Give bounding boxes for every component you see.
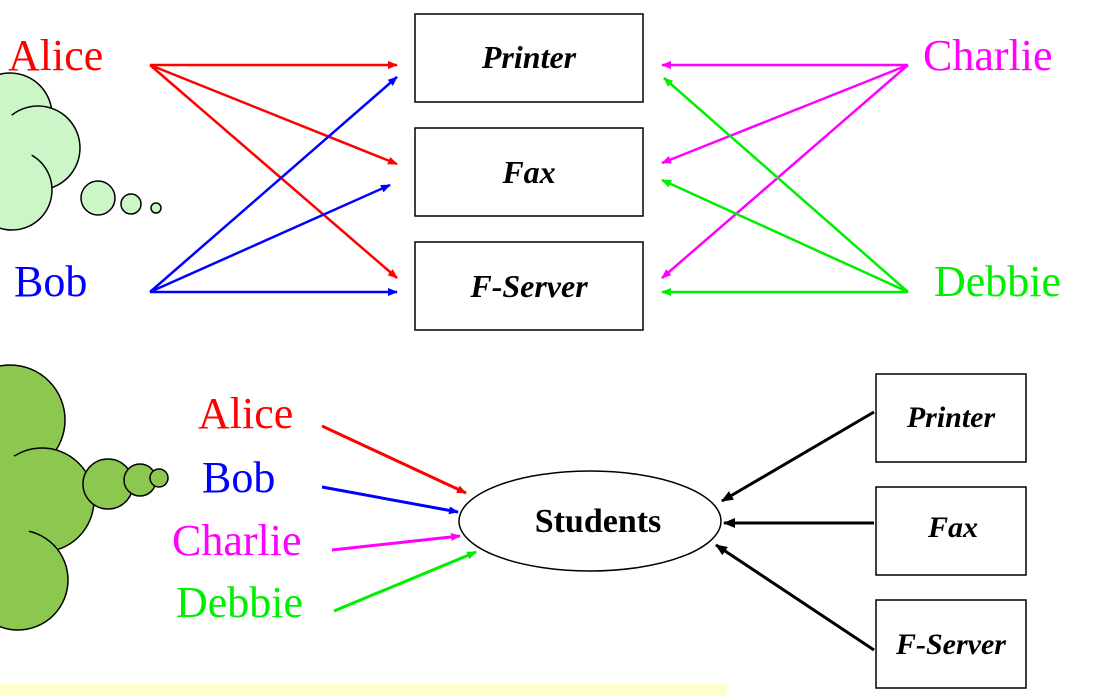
arrow-bottom-alice-students [321, 424, 467, 495]
arrow-alice-fax [149, 63, 398, 166]
top-resource-fserver-label: F-Server [469, 268, 588, 304]
top-resource-printer: Printer [414, 13, 644, 103]
top-resource-fax: Fax [414, 127, 644, 217]
bottom-user-debbie: Debbie [176, 578, 303, 627]
top-user-bob: Bob [14, 257, 87, 306]
arrow-debbie-fax [661, 178, 909, 294]
top-user-alice: Alice [8, 31, 103, 80]
top-user-charlie: Charlie [923, 31, 1053, 80]
bottom-resource-printer: Printer [875, 373, 1027, 463]
charlie-arrows [661, 61, 909, 279]
bottom-user-alice: Alice [198, 389, 293, 438]
arrow-bob-printer [149, 76, 398, 293]
bottom-user-bob: Bob [202, 453, 275, 502]
arrow-bottom-debbie-students [333, 550, 477, 613]
arrow-charlie-fserver [661, 64, 909, 279]
note-bar [0, 683, 727, 696]
arrow-debbie-printer [663, 77, 909, 293]
alice-arrows [149, 61, 398, 279]
bottom-resource-fax: Fax [875, 486, 1027, 576]
thought-cloud-light [0, 72, 162, 231]
arrow-bottom-bob-students [321, 485, 459, 515]
thought-cloud-dark [0, 364, 169, 631]
students-group-label: Students [535, 503, 662, 540]
top-user-debbie: Debbie [934, 257, 1061, 306]
arrow-fserver-students [715, 543, 875, 652]
bottom-resource-printer-label: Printer [906, 401, 996, 434]
arrow-bob-fax [149, 183, 391, 294]
bottom-resource-fserver-label: F-Server [895, 628, 1006, 661]
arrow-alice-fserver [149, 64, 398, 279]
arrow-bottom-charlie-students [331, 533, 461, 552]
arrow-printer-students [721, 410, 875, 503]
bottom-user-charlie: Charlie [172, 516, 302, 565]
top-resource-fserver: F-Server [414, 241, 644, 331]
debbie-arrows [661, 77, 909, 296]
bottom-resource-fserver: F-Server [875, 599, 1027, 689]
students-group: Students [458, 470, 722, 572]
top-resource-fax-label: Fax [501, 154, 555, 190]
top-resource-printer-label: Printer [481, 39, 577, 75]
arrow-charlie-fax [661, 63, 909, 165]
bob-arrows [149, 76, 398, 296]
bottom-resource-fax-label: Fax [927, 511, 978, 544]
